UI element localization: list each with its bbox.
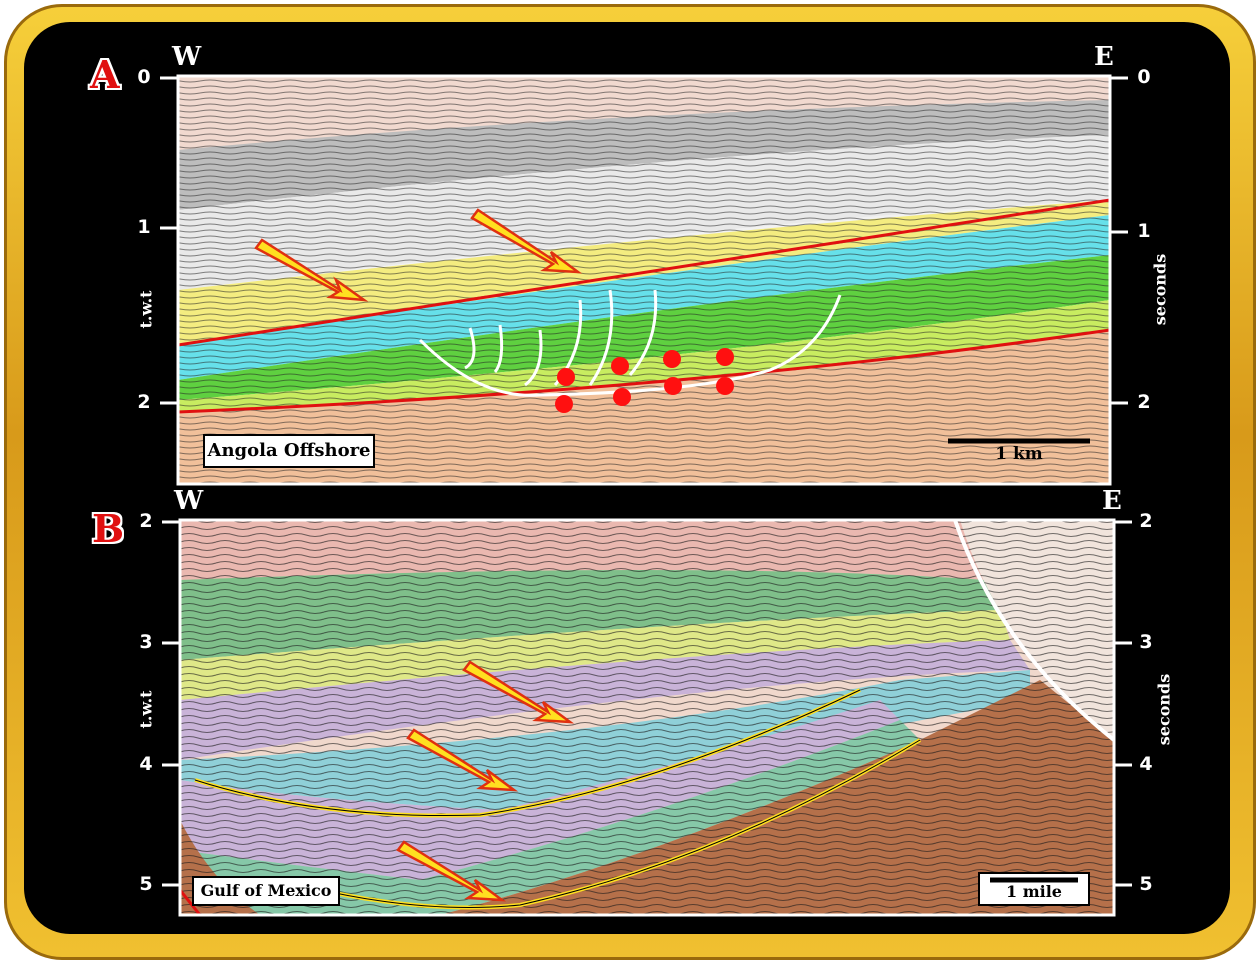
ticks-b: [162, 520, 1132, 887]
panel-b-scale-bar-overlay: [990, 877, 1078, 883]
panel-a-location-label: Angola Offshore: [203, 434, 375, 468]
panel-a-east: E: [1094, 42, 1114, 72]
panel-a-west: W: [172, 42, 202, 72]
panel-b-east: E: [1102, 486, 1122, 516]
marker-dot: [613, 388, 631, 406]
panel-a-right-tick-0: 0: [1137, 66, 1151, 88]
marker-dot: [611, 357, 629, 375]
panel-a-left-tick-1: 1: [137, 216, 151, 238]
marker-dot: [555, 395, 573, 413]
panel-b-section: [180, 520, 1114, 915]
panel-b-right-tick-1: 3: [1139, 631, 1153, 653]
panel-b-left-tick-3: 5: [139, 873, 153, 895]
panel-b-scale-label: 1 mile: [1006, 882, 1062, 901]
marker-dot: [663, 350, 681, 368]
panel-b-right-tick-2: 4: [1139, 753, 1153, 775]
panel-b-west: W: [174, 486, 204, 516]
panel-a-left-tick-2: 2: [137, 391, 151, 413]
panel-a-letter: A: [90, 52, 120, 97]
panel-a-left-axis-label: t.w.t: [136, 290, 156, 329]
panel-b-left-axis-label: t.w.t: [136, 690, 156, 729]
arrow-icon: [470, 208, 583, 274]
panel-a-border: [176, 74, 1112, 486]
panel-a-scale-label: 1 km: [938, 434, 1100, 468]
panel-b-border: [178, 518, 1116, 917]
panel-b-letter: B: [92, 506, 125, 551]
panel-b-left-tick-0: 2: [139, 510, 153, 532]
marker-dot: [716, 348, 734, 366]
panel-b-right-tick-0: 2: [1139, 510, 1153, 532]
arrow-icon: [406, 728, 519, 792]
panel-a-right-axis-label: seconds: [1150, 253, 1170, 326]
panel-a-right-tick-1: 1: [1137, 220, 1151, 242]
arrow-icon: [396, 840, 507, 902]
arrow-icon: [254, 238, 369, 302]
panel-b-right-axis-label: seconds: [1154, 673, 1174, 746]
marker-dot: [716, 377, 734, 395]
panel-b-left-tick-1: 3: [139, 631, 153, 653]
marker-dot: [664, 377, 682, 395]
panel-b-left-tick-2: 4: [139, 753, 153, 775]
panel-a-left-tick-0: 0: [137, 66, 151, 88]
marker-dot: [557, 368, 575, 386]
panel-b-right-tick-3: 5: [1139, 873, 1153, 895]
panel-a-section: [178, 76, 1110, 484]
arrow-icon: [462, 660, 575, 724]
panel-b-location-label: Gulf of Mexico: [192, 876, 340, 906]
panel-a-scale-text: 1 km: [995, 444, 1043, 464]
panel-a-scale-bar-overlay: [948, 438, 1088, 444]
ticks-a: [160, 76, 1128, 405]
panel-a-right-tick-2: 2: [1137, 391, 1151, 413]
